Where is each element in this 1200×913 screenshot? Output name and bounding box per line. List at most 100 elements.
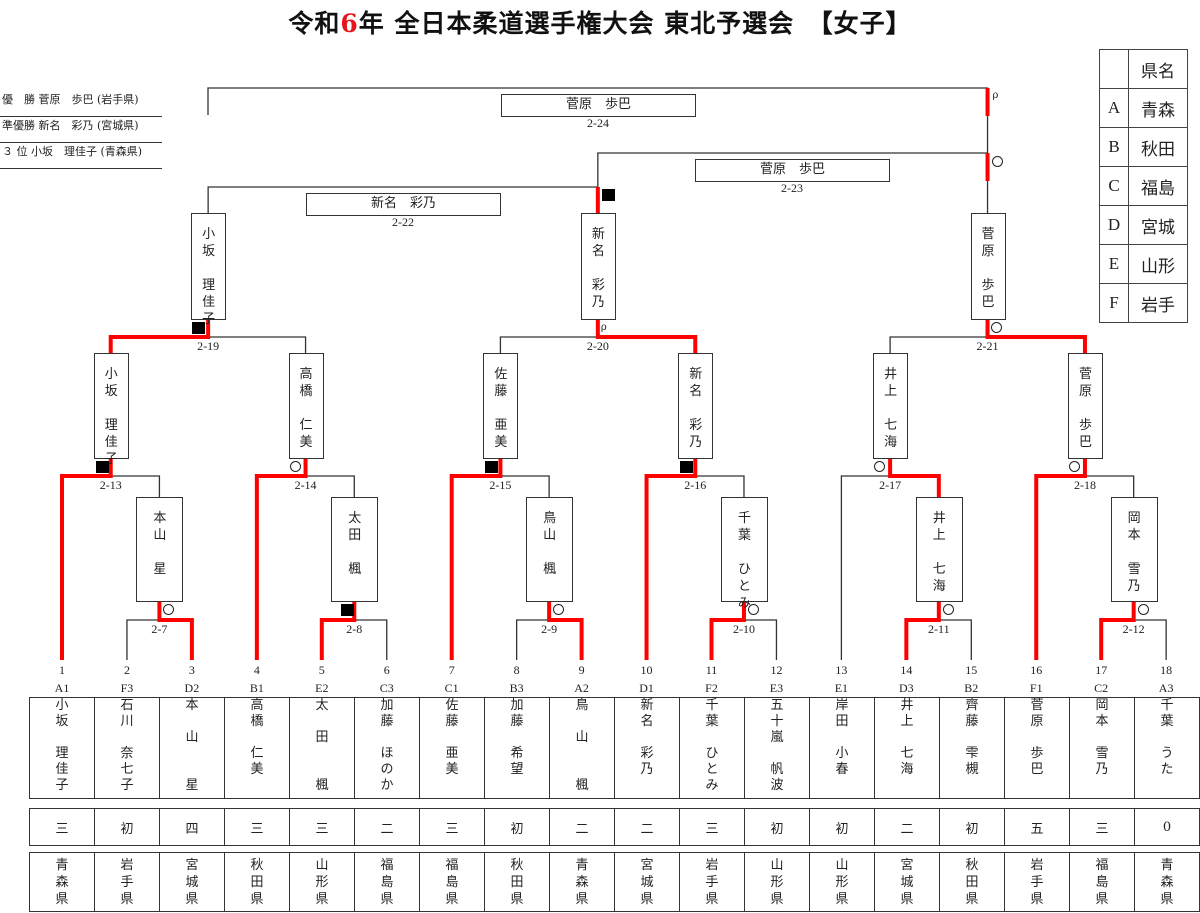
competitor-grade-cell: 二 (354, 808, 420, 846)
competitor-pref-cell: 宮城県 (614, 852, 680, 912)
winner-line (108, 320, 211, 353)
semifinal-win-mark (601, 189, 615, 201)
competitor-code: F1 (1029, 681, 1043, 695)
round2-winner-box: 菅原 歩巴 (1067, 353, 1103, 459)
competitor-grade-cell: 二 (614, 808, 680, 846)
round2-winner-box: 佐藤 亜美 (483, 353, 519, 459)
winner-line (595, 320, 698, 353)
round2-win-mark (485, 461, 499, 473)
competitor-name-cell: 千葉 うた (1134, 697, 1200, 799)
competitor-name-cell: 小坂 理佳子 (29, 697, 95, 799)
winner-line (709, 600, 746, 660)
semifinal2-winner-box: 菅原 歩巴 (695, 159, 890, 182)
legend-pref: 福島 (1128, 166, 1188, 206)
competitor-name-cell: 井上 七海 (874, 697, 940, 799)
round1-win-mark (747, 604, 759, 615)
competitor-pref-cell: 青森県 (1134, 852, 1200, 912)
legend-header: 県名 (1128, 49, 1188, 89)
competitor-grade-cell: 初 (744, 808, 810, 846)
competitor-grade-cell: 初 (484, 808, 550, 846)
match-label: 2-10 (732, 622, 755, 636)
competitor-name-cell: 高橋 仁美 (224, 697, 290, 799)
round3-win-mark: ρ (600, 322, 607, 333)
winner-line (254, 457, 308, 660)
match-label: 2-21 (976, 339, 999, 353)
legend-code: D (1099, 205, 1129, 245)
legend-pref: 秋田 (1128, 127, 1188, 167)
competitor-number: 5 (318, 663, 325, 677)
competitor-pref-cell: 青森県 (29, 852, 95, 912)
round1-win-mark (942, 604, 954, 615)
competitor-code: C1 (444, 681, 459, 695)
competitor-code: E1 (834, 681, 849, 695)
competitor-name-cell: 石川 奈七子 (94, 697, 160, 799)
competitor-number: 3 (188, 663, 195, 677)
round1-winner-box: 千葉 ひとみ (720, 497, 768, 611)
competitor-name-cell: 加藤 ほのか (354, 697, 420, 799)
competitor-pref-cell: 福島県 (419, 852, 485, 912)
winner-line (157, 600, 194, 660)
competitor-pref-cell: 宮城県 (159, 852, 225, 912)
round2-winner-box: 新名 彩乃 (678, 353, 714, 459)
competitor-number: 13 (835, 663, 848, 677)
competitor-pref-cell: 秋田県 (484, 852, 550, 912)
competitor-name-cell: 太 田 楓 (289, 697, 355, 799)
round1-winner-box: 鳥山 楓 (526, 497, 574, 602)
competitor-names-table: 小坂 理佳子石川 奈七子本 山 星高橋 仁美太 田 楓加藤 ほのか佐藤 亜美加藤… (29, 697, 1200, 799)
competitor-grade-cell: 初 (809, 808, 875, 846)
competitor-grade-cell: 初 (939, 808, 1005, 846)
competitor-code: B3 (509, 681, 524, 695)
match-label: 2-16 (684, 478, 707, 492)
round1-win-mark (553, 604, 565, 615)
semifinal-winner-box: 新名 彩乃 (306, 193, 501, 216)
legend-pref: 青森 (1128, 88, 1188, 128)
competitor-grade-cell: 三 (289, 808, 355, 846)
result-row: 準優勝 新名 彩乃 (宮城県) (0, 118, 162, 143)
competitor-name-cell: 岡本 雪乃 (1069, 697, 1135, 799)
competitor-code: E3 (769, 681, 784, 695)
competitor-number: 11 (705, 663, 718, 677)
competitor-name-cell: 佐藤 亜美 (419, 697, 485, 799)
match-label: 2-11 (928, 622, 950, 636)
competitor-grade-cell: 四 (159, 808, 225, 846)
winner-line (1034, 457, 1087, 660)
competitor-code: E2 (315, 681, 329, 695)
winner-line (644, 457, 698, 660)
competitor-name-cell: 岸田 小春 (809, 697, 875, 799)
match-label: 2-7 (151, 622, 168, 636)
competitor-code: D2 (184, 681, 200, 695)
competitor-number: 17 (1095, 663, 1108, 677)
final-win-mark: ρ (992, 90, 999, 101)
match-label: 2-24 (587, 116, 609, 130)
round3-win-mark (192, 322, 206, 334)
bracket-line (597, 152, 989, 213)
competitor-name-cell: 本 山 星 (159, 697, 225, 799)
competitor-pref-cell: 福島県 (354, 852, 420, 912)
winner-line (888, 457, 941, 497)
match-label: 2-12 (1122, 622, 1145, 636)
competitor-code: B2 (964, 681, 979, 695)
round2-winner-box: 小坂 理佳子 (93, 353, 129, 467)
round2-win-mark (1068, 461, 1080, 472)
match-label: 2-14 (294, 478, 317, 492)
competitor-number: 14 (900, 663, 913, 677)
winner-line (60, 457, 113, 660)
competitor-code: F3 (120, 681, 134, 695)
final-winner-box: 菅原 歩巴 (501, 94, 696, 117)
round3-win-mark (990, 322, 1002, 333)
winner-line (904, 600, 941, 660)
winner-line (1099, 600, 1136, 660)
competitor-name-cell: 鳥 山 楓 (549, 697, 615, 799)
match-label: 2-19 (197, 339, 220, 353)
competitor-name-cell: 新名 彩乃 (614, 697, 680, 799)
competitor-pref-cell: 岩手県 (679, 852, 745, 912)
competitor-pref-cell: 秋田県 (224, 852, 290, 912)
competitor-grade-cell: 初 (94, 808, 160, 846)
match-label: 2-15 (489, 478, 512, 492)
match-label: 2-18 (1073, 478, 1096, 492)
competitor-number: 15 (965, 663, 978, 677)
